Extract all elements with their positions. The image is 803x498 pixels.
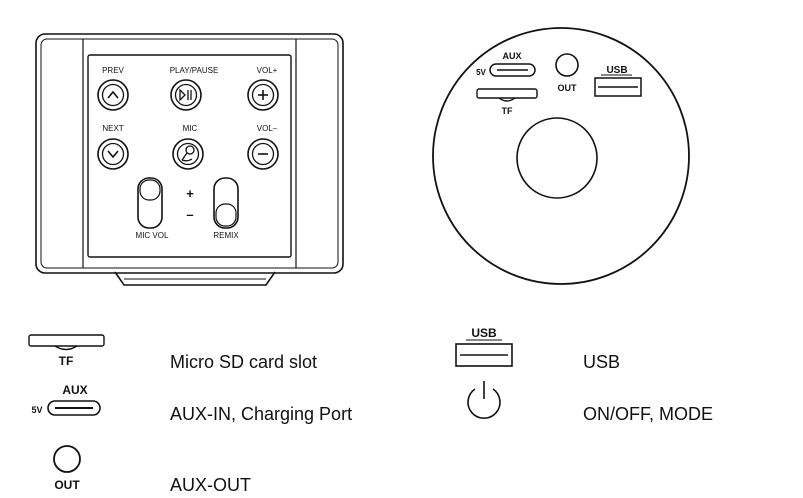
- remix-label: REMIX: [213, 231, 239, 240]
- play-pause-icon: [179, 88, 192, 102]
- plus-icon: [258, 90, 268, 100]
- legend-usb-desc: USB: [583, 352, 621, 372]
- aux-out-port: [555, 53, 579, 77]
- plus-sign: +: [186, 186, 194, 201]
- vol-down-button[interactable]: [247, 138, 279, 170]
- out-label: OUT: [558, 83, 578, 93]
- next-button[interactable]: [97, 138, 129, 170]
- mic-label: MIC: [183, 124, 198, 133]
- mic-button[interactable]: [172, 138, 204, 170]
- round-back-panel: [432, 27, 690, 285]
- vol-up-button[interactable]: [247, 79, 279, 111]
- legend-tf-icon: [28, 334, 105, 351]
- legend-out-tag: OUT: [54, 478, 80, 492]
- prev-button[interactable]: [97, 79, 129, 111]
- legend-aux-desc: AUX-IN, Charging Port: [170, 404, 353, 424]
- usb-label: USB: [606, 65, 627, 76]
- aux-port: [489, 63, 536, 77]
- legend-aux-tag: AUX: [62, 383, 87, 397]
- next-label: NEXT: [102, 124, 123, 133]
- legend-out-icon: [53, 445, 81, 473]
- microphone-icon: [181, 145, 195, 162]
- legend-usb-tag: USB: [471, 326, 497, 340]
- prev-label: PREV: [102, 66, 124, 75]
- aux-label: AUX: [502, 51, 521, 61]
- tf-label: TF: [502, 106, 513, 116]
- control-panel: [35, 33, 344, 286]
- tf-slot: [476, 88, 538, 102]
- legend-usb-icon: [455, 343, 513, 367]
- remix-slider[interactable]: [213, 177, 239, 229]
- mic-vol-label: MIC VOL: [136, 231, 169, 240]
- play-pause-button[interactable]: [170, 79, 202, 111]
- legend-aux-icon: [47, 400, 101, 416]
- legend-tf-tag: TF: [59, 354, 74, 368]
- mic-vol-slider[interactable]: [137, 177, 163, 229]
- speaker-cone: [516, 117, 598, 199]
- vol-up-label: VOL+: [257, 66, 278, 75]
- chevron-up-icon: [107, 90, 119, 99]
- vol-down-label: VOL–: [257, 124, 278, 133]
- five-v-label: 5V: [476, 68, 486, 77]
- legend-power-desc: ON/OFF, MODE: [583, 404, 713, 424]
- legend-five-v-tag: 5V: [31, 405, 42, 415]
- legend-tf-desc: Micro SD card slot: [170, 352, 318, 372]
- chevron-down-icon: [107, 150, 119, 159]
- play-pause-label: PLAY/PAUSE: [170, 66, 219, 75]
- usb-port: [594, 77, 642, 97]
- power-icon: [467, 381, 501, 419]
- minus-sign: –: [186, 207, 193, 222]
- legend-out-desc: AUX-OUT: [170, 475, 251, 495]
